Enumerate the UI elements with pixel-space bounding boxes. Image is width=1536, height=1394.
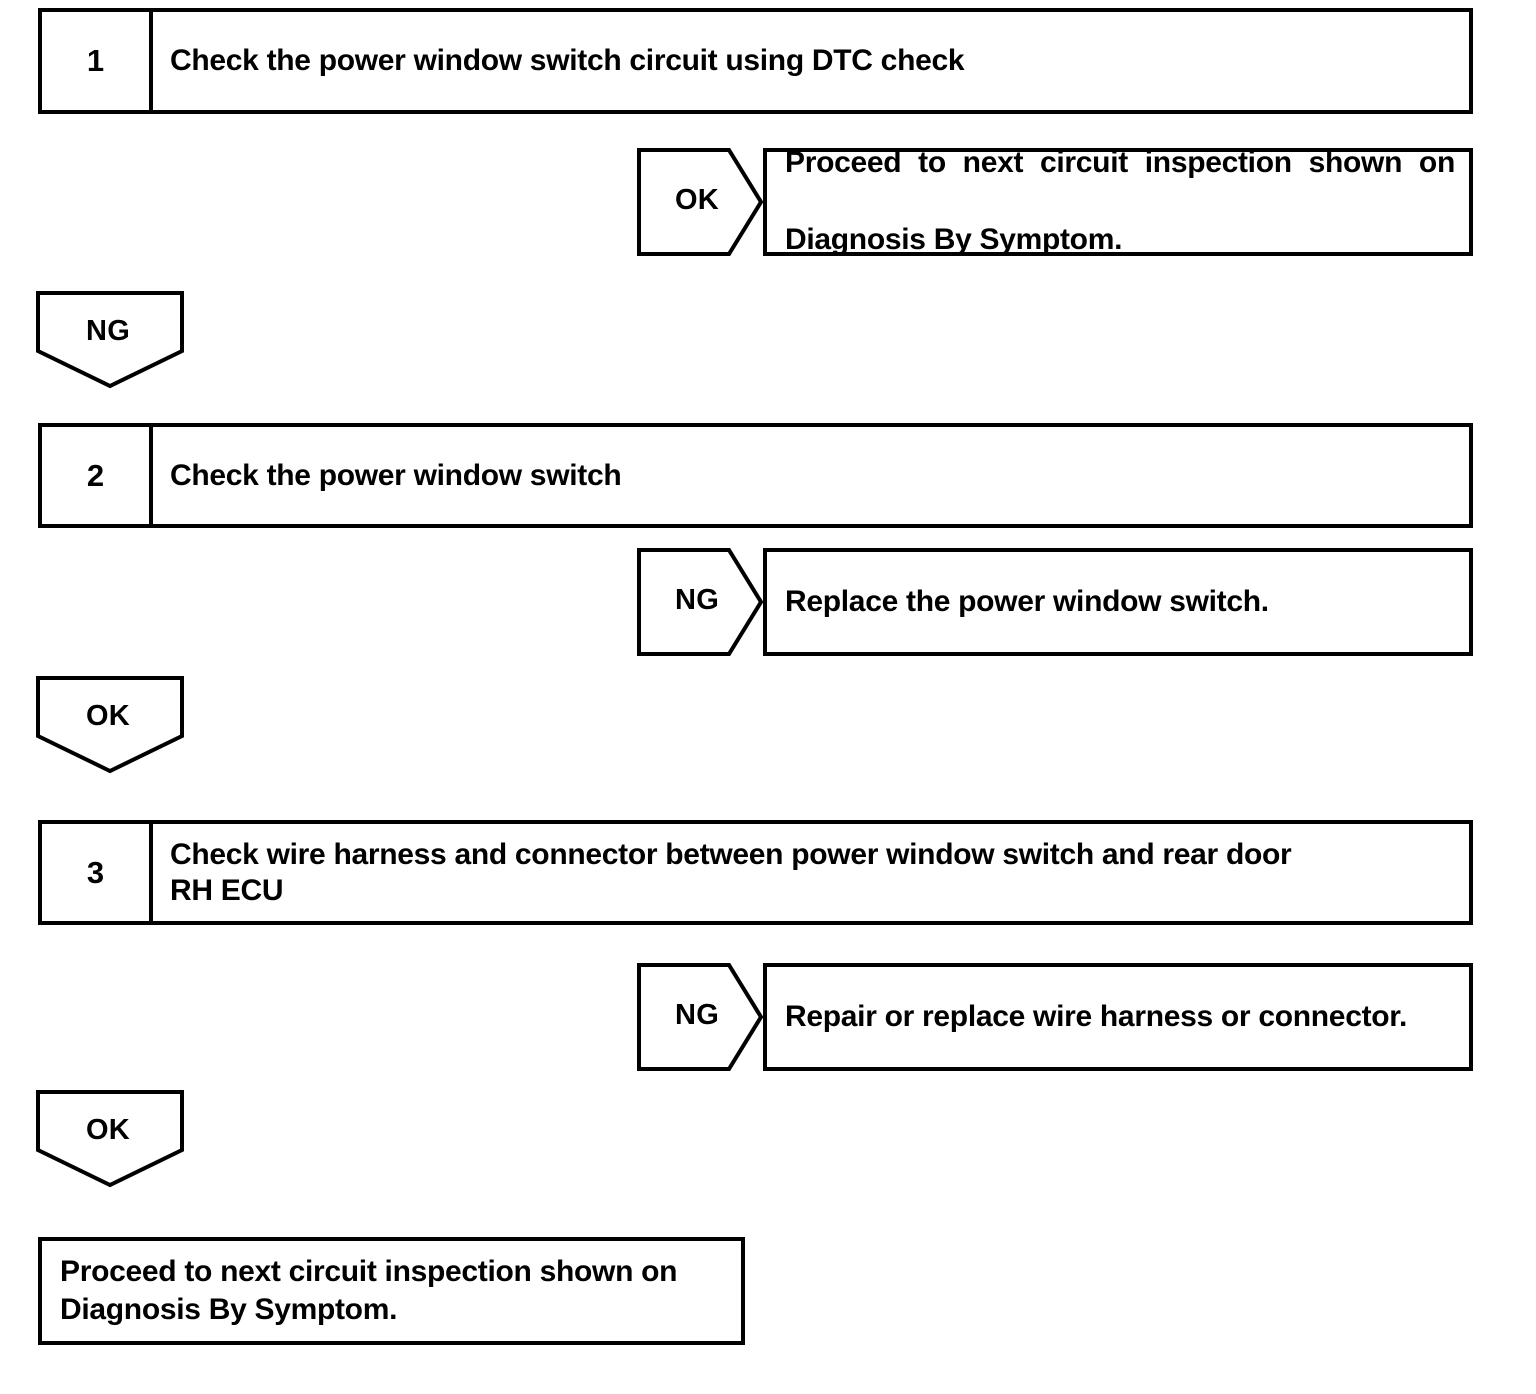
terminal-text-line1: Proceed to next circuit inspection shown… [60, 1254, 678, 1288]
terminal-text-line2: Diagnosis By Symptom. [60, 1293, 398, 1326]
branch-connector-ng-3: NG [637, 963, 764, 1071]
branch-label-ng-3: NG [675, 999, 719, 1031]
result-text-ok-1-line1: Proceed to next circuit inspection shown… [785, 146, 1455, 180]
step-number-1: 1 [42, 12, 153, 110]
branch-connector-ng-1: NG [36, 291, 186, 389]
pentagon-down-icon [36, 676, 184, 774]
pentagon-down-icon [36, 291, 184, 389]
branch-label-ng-2: NG [675, 584, 719, 616]
step-text-3-wrap: Check wire harness and connector between… [170, 837, 1292, 908]
result-box-ng-2: Replace the power window switch. [763, 548, 1473, 656]
result-box-ng-3: Repair or replace wire harness or connec… [763, 963, 1473, 1071]
pentagon-right-icon [637, 548, 764, 656]
step-box-3: 3 Check wire harness and connector betwe… [38, 820, 1473, 925]
branch-connector-ng-2: NG [637, 548, 764, 656]
result-text-ng-2-line1: Replace the power window switch. [785, 584, 1269, 618]
branch-connector-ok-1: OK [637, 148, 764, 256]
branch-label-ng-1: NG [86, 315, 130, 347]
branch-connector-ok-2: OK [36, 676, 186, 774]
branch-connector-ok-3: OK [36, 1090, 186, 1188]
step-text-3: Check wire harness and connector between… [153, 824, 1469, 921]
result-text-ok-1-line2: Diagnosis By Symptom. [785, 223, 1123, 257]
step-box-1: 1 Check the power window switch circuit … [38, 8, 1473, 114]
pentagon-right-icon [637, 963, 764, 1071]
step-text-3-line1: Check wire harness and connector between… [170, 838, 1292, 872]
step-text-2: Check the power window switch [170, 458, 622, 492]
step-number-3: 3 [42, 824, 153, 921]
step-text-1: Check the power window switch circuit us… [170, 44, 965, 78]
result-box-ok-1: Proceed to next circuit inspection shown… [763, 146, 1473, 256]
result-text-ng-2: Replace the power window switch. [785, 583, 1455, 621]
result-text-ok-1: Proceed to next circuit inspection shown… [785, 144, 1455, 259]
terminal-text: Proceed to next circuit inspection shown… [60, 1253, 727, 1330]
step-text-3-line2: RH ECU [170, 873, 284, 907]
branch-label-ok-2: OK [86, 700, 130, 732]
terminal-box: Proceed to next circuit inspection shown… [38, 1237, 745, 1345]
step-number-2: 2 [42, 427, 153, 524]
result-text-ng-3-line1: Repair or replace wire harness or connec… [785, 999, 1408, 1033]
result-text-ng-3: Repair or replace wire harness or connec… [785, 998, 1455, 1036]
pentagon-down-icon [36, 1090, 184, 1188]
branch-label-ok-1: OK [675, 184, 719, 216]
branch-label-ok-3: OK [86, 1114, 130, 1146]
pentagon-right-icon [637, 148, 764, 256]
step-box-2: 2 Check the power window switch [38, 423, 1473, 528]
